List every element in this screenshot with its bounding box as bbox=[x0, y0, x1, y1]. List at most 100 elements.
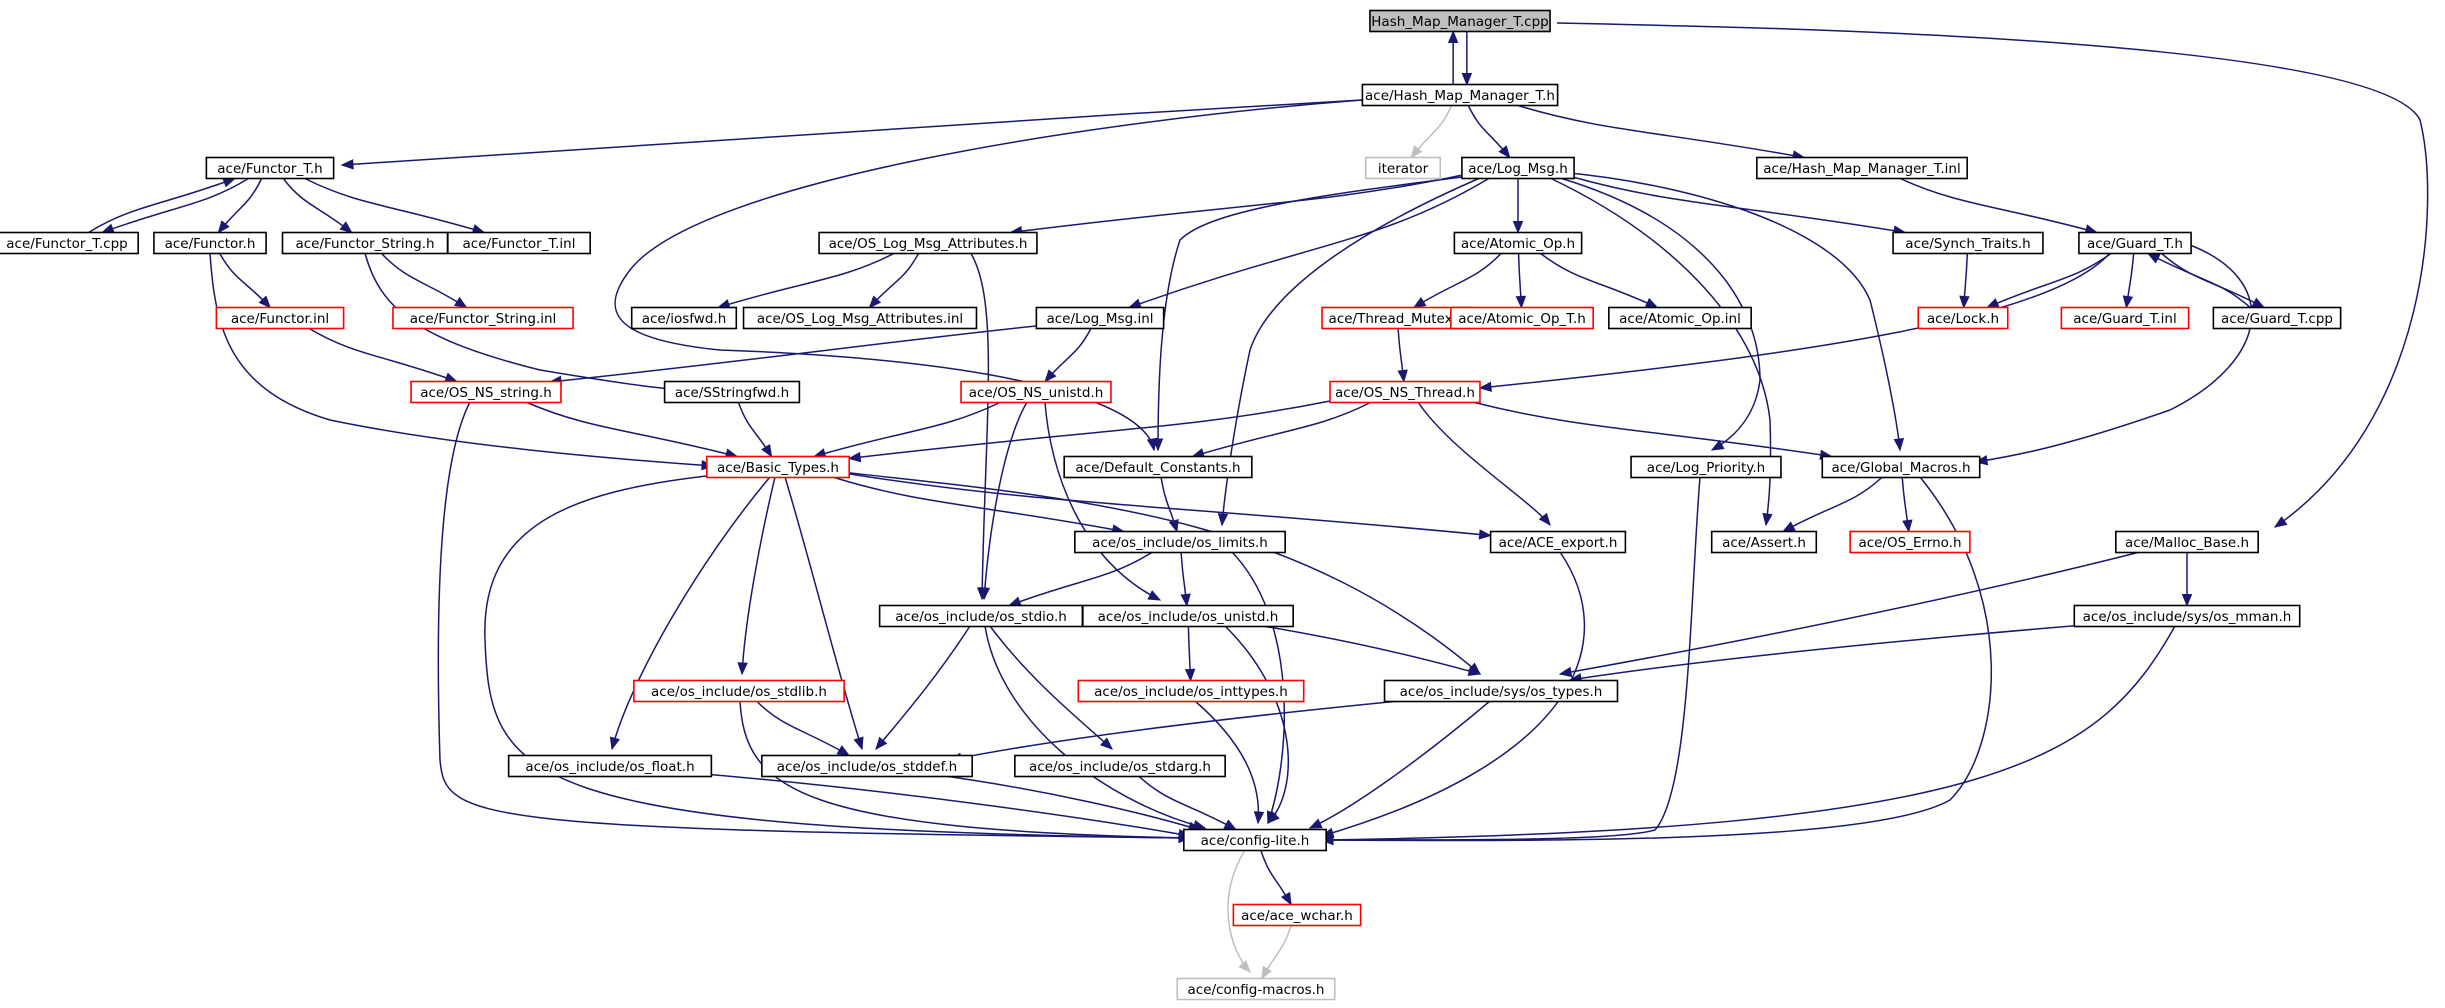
node-ace-os-ns-thread-h[interactable]: ace/OS_NS_Thread.h bbox=[1329, 380, 1481, 404]
node-box bbox=[1630, 455, 1782, 479]
node-ace-config-macros-h[interactable]: ace/config-macros.h bbox=[1176, 977, 1336, 1001]
edge-arrowhead bbox=[1478, 381, 1492, 393]
node-ace-guard-t-inl[interactable]: ace/Guard_T.inl bbox=[2060, 306, 2190, 330]
node-ace-os-include-os-inttypes-h[interactable]: ace/os_include/os_inttypes.h bbox=[1077, 679, 1305, 703]
edge-ace-log-msg-inl-to-ace-os-ns-string-h bbox=[548, 324, 1046, 387]
edge-line bbox=[1417, 401, 1551, 526]
edge-line bbox=[717, 252, 895, 309]
node-ace-os-errno-h[interactable]: ace/OS_Errno.h bbox=[1849, 530, 1971, 554]
node-ace-os-include-os-stddef-h[interactable]: ace/os_include/os_stddef.h bbox=[761, 754, 973, 778]
node-ace-atomic-op-h[interactable]: ace/Atomic_Op.h bbox=[1453, 231, 1583, 255]
node-ace-os-include-os-unistd-h[interactable]: ace/os_include/os_unistd.h bbox=[1082, 604, 1294, 628]
node-ace-basic-types-h[interactable]: ace/Basic_Types.h bbox=[706, 455, 850, 479]
edge-ace-sstringfwd-h-to-ace-basic-types-h bbox=[737, 402, 773, 458]
node-ace-iosfwd-h[interactable]: ace/iosfwd.h bbox=[630, 306, 738, 330]
node-ace-guard-t-h[interactable]: ace/Guard_T.h bbox=[2078, 231, 2192, 255]
edge-line bbox=[308, 327, 458, 383]
edge-line bbox=[1008, 551, 1153, 607]
edge-arrowhead bbox=[1168, 518, 1179, 533]
node-ace-ace-export-h[interactable]: ace/ACE_export.h bbox=[1489, 530, 1627, 554]
node-ace-global-macros-h[interactable]: ace/Global_Macros.h bbox=[1821, 455, 1981, 479]
edge-arrowhead bbox=[1782, 521, 1796, 533]
node-label: ace/Thread_Mutex.h bbox=[1329, 311, 1466, 327]
node-ace-synch-traits-h[interactable]: ace/Synch_Traits.h bbox=[1892, 231, 2044, 255]
node-label: ace/OS_Log_Msg_Attributes.h bbox=[829, 236, 1028, 252]
node-box bbox=[1383, 679, 1619, 703]
edge-arrowhead bbox=[609, 736, 620, 751]
edge-arrowhead bbox=[836, 745, 851, 757]
node-ace-os-include-os-float-h[interactable]: ace/os_include/os_float.h bbox=[507, 754, 713, 778]
node-label: ace/Default_Constants.h bbox=[1075, 460, 1240, 476]
node-ace-os-include-os-limits-h[interactable]: ace/os_include/os_limits.h bbox=[1074, 530, 1286, 554]
node-label: ace/os_include/os_limits.h bbox=[1092, 535, 1268, 551]
node-ace-functor-t-h[interactable]: ace/Functor_T.h bbox=[205, 156, 335, 180]
node-ace-os-ns-string-h[interactable]: ace/OS_NS_string.h bbox=[410, 380, 562, 404]
node-box bbox=[1063, 455, 1253, 479]
node-ace-os-include-sys-os-types-h[interactable]: ace/os_include/sys/os_types.h bbox=[1383, 679, 1619, 703]
node-ace-atomic-op-inl[interactable]: ace/Atomic_Op.inl bbox=[1608, 306, 1752, 330]
node-label: ace/os_include/os_unistd.h bbox=[1098, 609, 1279, 625]
edge-arrowhead bbox=[1447, 30, 1459, 43]
node-ace-log-msg-h[interactable]: ace/Log_Msg.h bbox=[1461, 156, 1575, 180]
node-label: ace/os_include/os_stdlib.h bbox=[651, 684, 827, 700]
node-ace-os-include-os-stdarg-h[interactable]: ace/os_include/os_stdarg.h bbox=[1014, 754, 1226, 778]
node-box bbox=[2212, 306, 2342, 330]
node-ace-default-constants-h[interactable]: ace/Default_Constants.h bbox=[1063, 455, 1253, 479]
node-ace-guard-t-cpp[interactable]: ace/Guard_T.cpp bbox=[2212, 306, 2342, 330]
node-ace-functor-inl[interactable]: ace/Functor.inl bbox=[215, 306, 345, 330]
node-ace-hash-map-manager-t-inl[interactable]: ace/Hash_Map_Manager_T.inl bbox=[1756, 156, 1968, 180]
edge-line bbox=[380, 252, 467, 309]
node-hash-map-manager-t-cpp[interactable]: Hash_Map_Manager_T.cpp bbox=[1369, 9, 1551, 33]
node-label: ace/Functor.inl bbox=[231, 311, 329, 327]
node-ace-ace-wchar-h[interactable]: ace/ace_wchar.h bbox=[1232, 903, 1362, 927]
edge-ace-hash-map-manager-t-h-to-ace-log-msg-h bbox=[1467, 105, 1511, 159]
edge-line bbox=[1986, 252, 2112, 309]
edge-ace-synch-traits-h-to-ace-lock-h bbox=[1959, 253, 1970, 309]
edge-arrowhead bbox=[979, 587, 991, 601]
edge-ace-basic-types-h-to-ace-os-include-os-stddef-h bbox=[784, 476, 864, 751]
node-ace-os-include-os-stdlib-h[interactable]: ace/os_include/os_stdlib.h bbox=[633, 679, 845, 703]
node-ace-functor-t-inl[interactable]: ace/Functor_T.inl bbox=[447, 231, 591, 255]
node-ace-functor-t-cpp[interactable]: ace/Functor_T.cpp bbox=[0, 231, 139, 255]
edge-line bbox=[282, 178, 353, 234]
node-ace-os-log-msg-attributes-inl[interactable]: ace/OS_Log_Msg_Attributes.inl bbox=[742, 306, 978, 330]
node-label: ace/Log_Msg.inl bbox=[1046, 311, 1153, 327]
node-label: ace/Malloc_Base.h bbox=[2125, 535, 2249, 551]
edge-line bbox=[1321, 476, 1992, 842]
edge-ace-guard-t-h-to-ace-lock-h bbox=[1985, 252, 2112, 309]
edge-ace-os-include-os-stdio-h-to-ace-os-include-os-stdarg-h bbox=[989, 625, 1113, 750]
edge-arrowhead bbox=[1467, 665, 1482, 676]
edge-line bbox=[1517, 104, 1805, 159]
edge-line bbox=[1474, 401, 1832, 458]
node-ace-log-priority-h[interactable]: ace/Log_Priority.h bbox=[1630, 455, 1782, 479]
node-label: ace/Guard_T.h bbox=[2087, 236, 2183, 252]
node-ace-config-lite-h[interactable]: ace/config-lite.h bbox=[1183, 828, 1327, 852]
node-ace-atomic-op-t-h[interactable]: ace/Atomic_Op_T.h bbox=[1450, 306, 1594, 330]
edge-ace-config-lite-h-to-ace-ace-wchar-h bbox=[1260, 850, 1292, 906]
node-box bbox=[1074, 530, 1286, 554]
node-ace-functor-string-h[interactable]: ace/Functor_String.h bbox=[281, 231, 449, 255]
node-ace-os-include-os-stdio-h[interactable]: ace/os_include/os_stdio.h bbox=[878, 604, 1084, 628]
node-ace-assert-h[interactable]: ace/Assert.h bbox=[1710, 530, 1818, 554]
node-ace-log-msg-inl[interactable]: ace/Log_Msg.inl bbox=[1035, 306, 1165, 330]
node-iterator[interactable]: iterator bbox=[1365, 156, 1442, 180]
edge-arrowhead bbox=[761, 443, 773, 458]
edge-ace-basic-types-h-to-ace-ace-export-h bbox=[849, 473, 1492, 540]
node-ace-lock-h[interactable]: ace/Lock.h bbox=[1917, 306, 2009, 330]
edge-line bbox=[739, 700, 1191, 839]
node-ace-os-include-sys-os-mman-h[interactable]: ace/os_include/sys/os_mman.h bbox=[2073, 604, 2301, 628]
node-ace-functor-string-inl[interactable]: ace/Functor_String.inl bbox=[392, 306, 574, 330]
edge-ace-guard-t-h-to-ace-guard-t-inl bbox=[2122, 253, 2135, 309]
node-ace-os-ns-unistd-h[interactable]: ace/OS_NS_unistd.h bbox=[960, 380, 1112, 404]
node-ace-hash-map-manager-t-h[interactable]: ace/Hash_Map_Manager_T.h bbox=[1361, 83, 1559, 107]
edge-line bbox=[1975, 244, 2253, 463]
node-label: ace/config-lite.h bbox=[1201, 833, 1310, 849]
node-ace-sstringfwd-h[interactable]: ace/SStringfwd.h bbox=[663, 380, 801, 404]
node-ace-thread-mutex-h[interactable]: ace/Thread_Mutex.h bbox=[1321, 306, 1473, 330]
edge-arrowhead bbox=[1902, 519, 1913, 533]
node-ace-functor-h[interactable]: ace/Functor.h bbox=[153, 231, 267, 255]
node-ace-malloc-base-h[interactable]: ace/Malloc_Base.h bbox=[2115, 530, 2259, 554]
node-ace-os-log-msg-attributes-h[interactable]: ace/OS_Log_Msg_Attributes.h bbox=[818, 231, 1038, 255]
edge-ace-log-msg-h-to-ace-default-constants-h bbox=[1152, 175, 1471, 452]
edge-ace-os-ns-unistd-h-to-ace-basic-types-h bbox=[812, 401, 1001, 459]
